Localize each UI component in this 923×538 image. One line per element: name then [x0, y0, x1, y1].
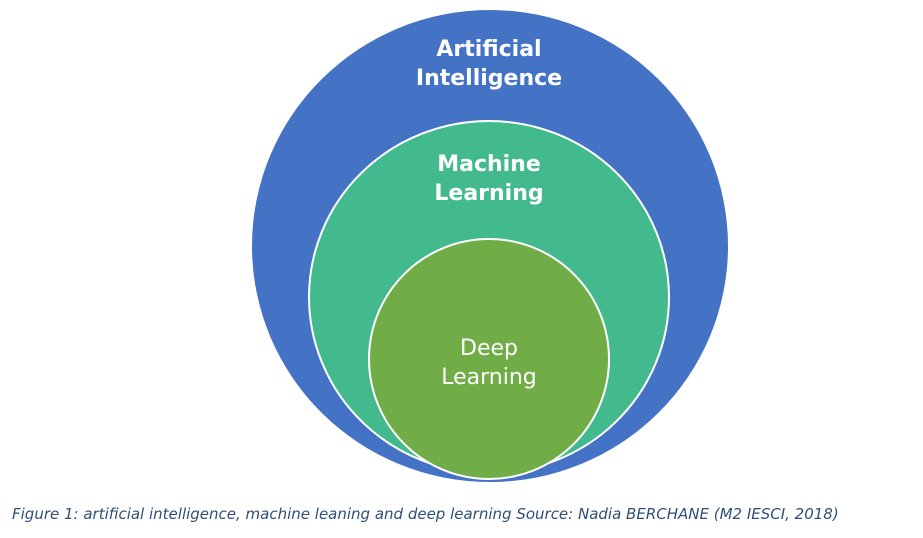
- dl-label-line2: Learning: [441, 365, 537, 390]
- ai-label-line1: Artificial: [436, 37, 541, 62]
- dl-label-line1: Deep: [460, 336, 518, 361]
- ai-label-line2: Intelligence: [416, 66, 562, 91]
- ml-label-line2: Learning: [434, 181, 543, 206]
- nested-circles-diagram: Artificial Intelligence Machine Learning…: [252, 10, 728, 482]
- ml-label-line1: Machine: [437, 152, 541, 177]
- deep-learning-circle: [368, 238, 610, 480]
- figure-caption: Figure 1: artificial intelligence, machi…: [12, 505, 839, 523]
